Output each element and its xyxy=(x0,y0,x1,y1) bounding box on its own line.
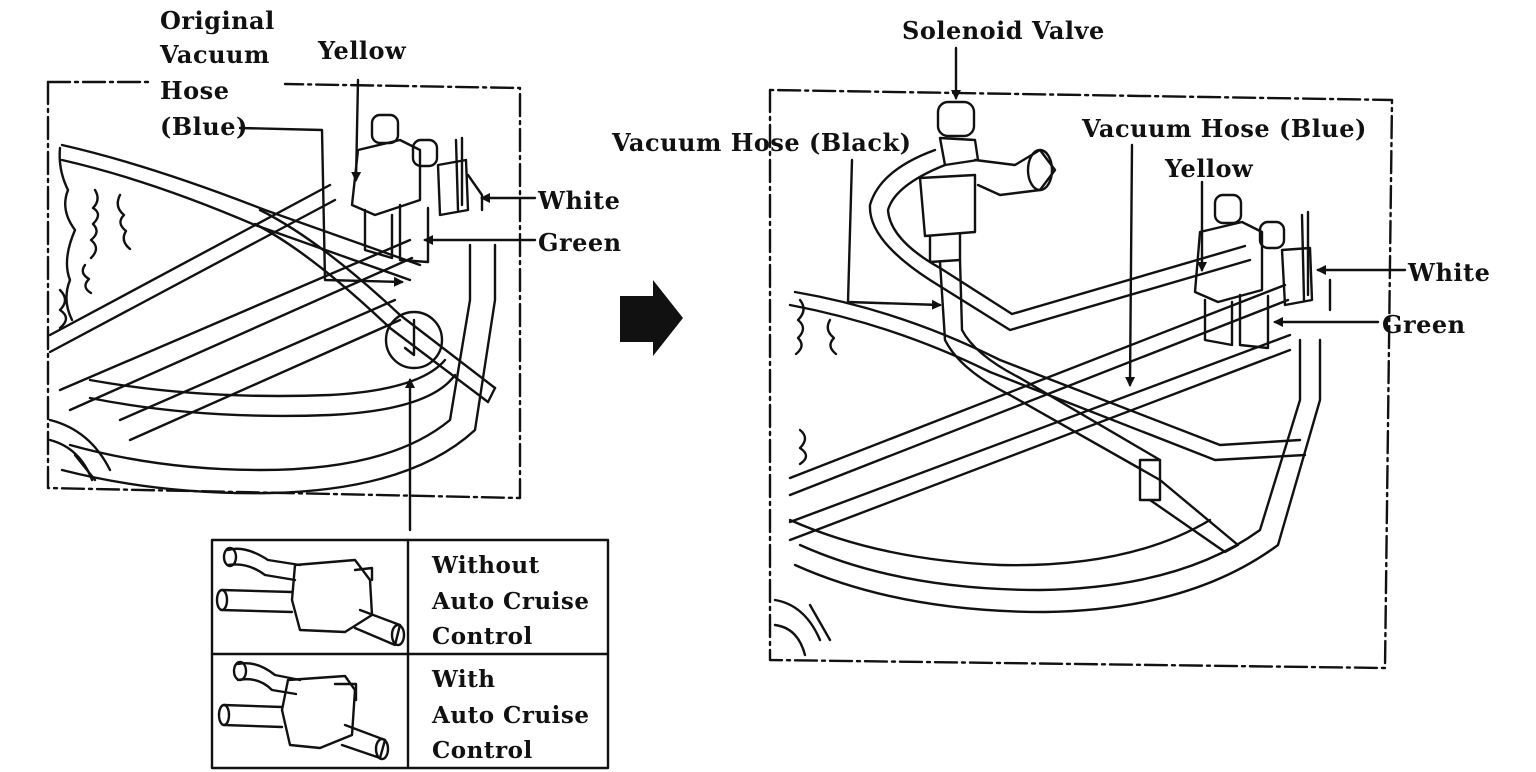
label-white-left: White xyxy=(538,186,621,215)
label-vacuum: Vacuum xyxy=(160,40,270,69)
arrow-right-icon xyxy=(620,280,683,356)
left-frame xyxy=(46,80,522,500)
connector-without-icon xyxy=(215,546,406,647)
label-green-right: Green xyxy=(1382,310,1466,339)
label-vacuum-hose-blue: Vacuum Hose (Blue) xyxy=(1082,114,1367,143)
label-vacuum-hose-black: Vacuum Hose (Black) xyxy=(612,128,912,157)
left-engine-illustration xyxy=(46,80,522,500)
left-leader-lines xyxy=(238,78,537,532)
table-row1-line2: Auto Cruise xyxy=(432,588,590,615)
inset-table xyxy=(210,538,610,770)
label-solenoid-valve: Solenoid Valve xyxy=(902,16,1105,45)
label-hose: Hose xyxy=(160,76,230,105)
table-row2-line2: Auto Cruise xyxy=(432,702,590,729)
label-blue: (Blue) xyxy=(160,112,248,141)
label-yellow-right: Yellow xyxy=(1165,154,1254,183)
label-original: Original xyxy=(160,6,275,35)
table-row2-line3: Control xyxy=(432,737,533,764)
right-engine-illustration xyxy=(768,88,1394,670)
right-leader-lines xyxy=(846,46,1407,387)
table-row1-line1: Without xyxy=(432,552,540,579)
table-row1-line3: Control xyxy=(432,623,533,650)
label-yellow-left: Yellow xyxy=(318,36,407,65)
connector-with-icon xyxy=(217,660,390,761)
label-white-right: White xyxy=(1408,258,1491,287)
table-row2-line1: With xyxy=(432,666,496,693)
label-green-left: Green xyxy=(538,228,622,257)
right-frame xyxy=(768,88,1394,670)
